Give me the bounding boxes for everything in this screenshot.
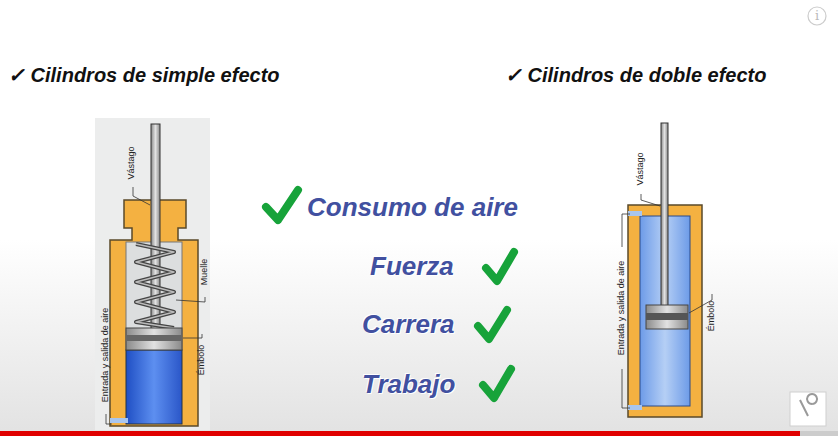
feature-label: Fuerza bbox=[370, 252, 454, 281]
leader-line bbox=[106, 187, 205, 424]
part-label: Vástago bbox=[636, 152, 646, 185]
thumbnail bbox=[790, 392, 826, 426]
leader-line bbox=[622, 194, 712, 408]
feature-label: Carrera bbox=[362, 310, 455, 339]
part-label: Émbolo bbox=[197, 345, 207, 376]
progress-bar bbox=[0, 431, 800, 436]
info-icon-label: i bbox=[815, 9, 819, 23]
thumbnail-icon bbox=[800, 394, 817, 416]
single-acting-cylinder bbox=[95, 118, 210, 430]
part-label: Vástago bbox=[127, 146, 137, 179]
part-label: Muelle bbox=[200, 259, 210, 286]
double-acting-cylinder bbox=[622, 123, 712, 417]
section-title: ✓ Cilindros de doble efecto bbox=[505, 64, 766, 86]
progress-track bbox=[0, 431, 838, 436]
part-label: Entrada y salida de aire bbox=[101, 308, 111, 403]
part-label: Entrada y salida de aire bbox=[617, 261, 627, 356]
feature-label: Consumo de aire bbox=[307, 193, 518, 222]
section-title: ✓ Cilindros de simple efecto bbox=[8, 64, 280, 86]
info-icon bbox=[808, 7, 826, 25]
part-label: Émbolo bbox=[707, 301, 717, 332]
feature-label: Trabajo bbox=[362, 370, 455, 399]
